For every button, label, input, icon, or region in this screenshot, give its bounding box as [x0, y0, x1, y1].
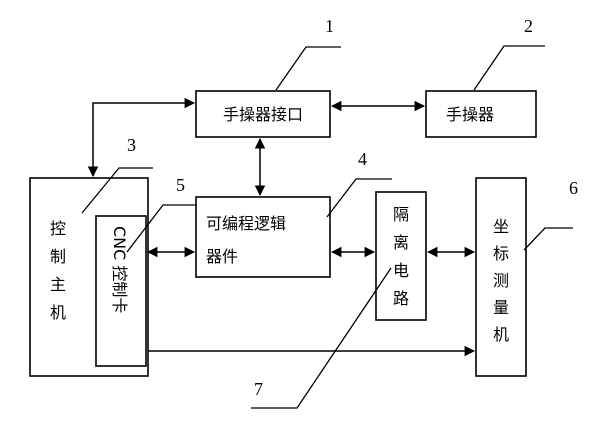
plc-label-line1: 可编程逻辑: [206, 214, 286, 233]
hand-interface-box: [195, 90, 331, 138]
callout-number: 3: [127, 135, 136, 155]
isolation-label: 隔 离 电 路: [393, 205, 409, 308]
isolation-char: 隔: [393, 205, 409, 224]
host-char: 控: [50, 219, 66, 238]
isolation-char: 电: [393, 261, 409, 280]
cmm-label: 坐 标 测 量 机: [493, 217, 509, 344]
leader-6: [523, 227, 573, 251]
cmm-char: 量: [493, 298, 509, 317]
leader-7: [251, 267, 392, 409]
plc-label-line2: 器件: [206, 247, 238, 266]
cnc-card-box: [95, 215, 147, 367]
arrow-host-to-hand-interface: [87, 97, 196, 178]
isolation-box: [375, 191, 427, 321]
cmm-char: 机: [493, 325, 509, 344]
isolation-char: 离: [393, 233, 409, 252]
cmm-box: [475, 177, 527, 377]
host-char: 制: [50, 247, 66, 266]
callout-number: 5: [176, 175, 185, 195]
hand-unit-box: [425, 90, 537, 138]
callout-number: 1: [325, 16, 334, 36]
cnc-card-label: CNC 控制卡: [110, 226, 129, 313]
leader-1: [275, 46, 341, 91]
leader-2: [473, 45, 545, 91]
cmm-char: 测: [493, 271, 509, 290]
hand-unit-label: 手操器: [446, 105, 494, 124]
leader-3: [81, 167, 153, 214]
plc-box: [195, 196, 331, 278]
cmm-char: 标: [493, 244, 509, 263]
callout-number: 7: [254, 379, 263, 399]
callout-number: 6: [569, 178, 578, 198]
callout-number: 4: [358, 149, 367, 169]
cmm-char: 坐: [493, 217, 509, 236]
host-char: 机: [50, 303, 66, 322]
isolation-char: 路: [393, 289, 409, 308]
leader-4: [326, 178, 392, 218]
host-char: 主: [50, 275, 66, 294]
hand-interface-label: 手操器接口: [223, 105, 303, 124]
host-label: 控 制 主 机: [50, 219, 66, 322]
leader-5: [126, 204, 197, 253]
callout-number: 2: [524, 16, 533, 36]
